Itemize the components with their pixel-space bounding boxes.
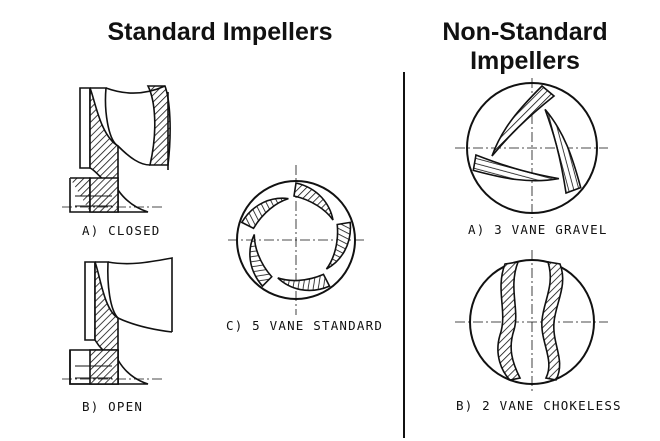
three-vane-label: A) 3 VANE GRAVEL [468,222,608,237]
standard-impellers-heading: Standard Impellers [107,18,333,46]
non-standard-heading-line2: Impellers [470,47,580,75]
two-vane-label: B) 2 VANE CHOKELESS [456,398,622,413]
non-standard-heading-line1: Non-Standard [442,18,608,46]
closed-impeller-label: A) CLOSED [82,223,161,238]
closed-impeller-section [69,85,171,213]
five-vane-impeller [228,165,364,315]
open-impeller-section [69,257,173,385]
five-vane-label: C) 5 VANE STANDARD [226,318,384,333]
open-impeller-label: B) OPEN [82,399,144,414]
two-vane-impeller [455,250,608,392]
three-vane-impeller [455,78,608,218]
